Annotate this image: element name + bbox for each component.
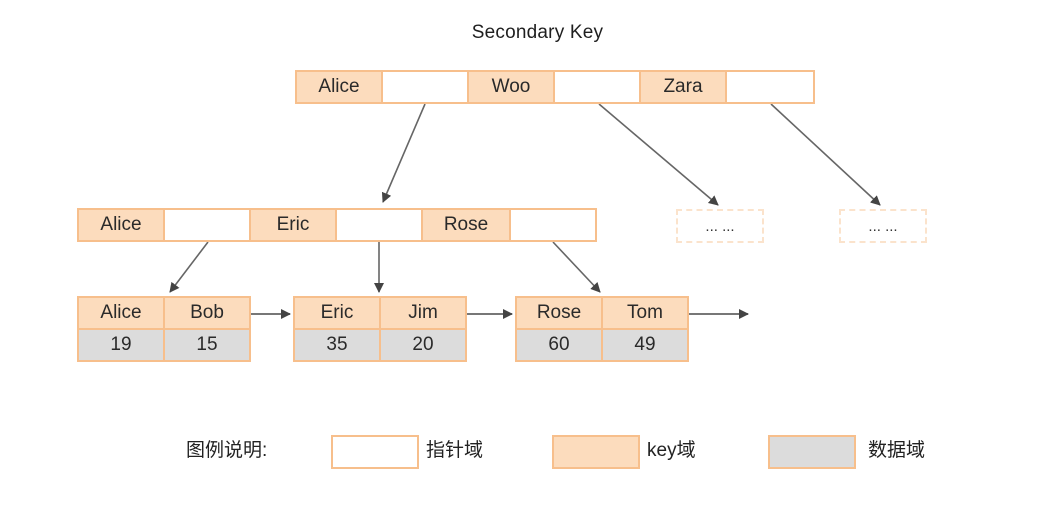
leaf-1-key-2: Bob xyxy=(163,296,251,330)
leaf-3-key-2: Tom xyxy=(601,296,689,330)
leaf-3-data-1: 60 xyxy=(515,328,603,362)
leaf-1-key-1: Alice xyxy=(77,296,165,330)
leaf-2-data-2: 20 xyxy=(379,328,467,362)
internal-pointer-2 xyxy=(335,208,423,242)
leaf-1-data-2: 15 xyxy=(163,328,251,362)
edge-internal-to-leaf-3 xyxy=(552,241,601,293)
edge-internal-to-leaf-1 xyxy=(169,241,209,293)
leaf-2-data-1: 35 xyxy=(293,328,381,362)
root-pointer-2 xyxy=(553,70,641,104)
legend-key-swatch xyxy=(552,435,640,469)
legend-heading: 图例说明: xyxy=(186,440,268,461)
root-key-2: Woo xyxy=(467,70,555,104)
leaf-3-data-2: 49 xyxy=(601,328,689,362)
internal-pointer-3 xyxy=(509,208,597,242)
internal-key-2: Eric xyxy=(249,208,337,242)
legend-pointer-label: 指针域 xyxy=(426,440,484,461)
internal-key-3: Rose xyxy=(421,208,511,242)
root-pointer-3 xyxy=(725,70,815,104)
subtree-placeholder: ... ... xyxy=(839,209,927,243)
root-key-3: Zara xyxy=(639,70,727,104)
legend-pointer-swatch xyxy=(331,435,419,469)
legend-key-label: key域 xyxy=(647,440,696,461)
legend-data-swatch xyxy=(768,435,856,469)
diagram-title: Secondary Key xyxy=(471,22,604,43)
root-pointer-1 xyxy=(381,70,469,104)
internal-pointer-1 xyxy=(163,208,251,242)
edge-root-to-internal xyxy=(381,103,426,203)
edge-root-to-stub-2 xyxy=(770,103,881,206)
legend-data-label: 数据域 xyxy=(868,440,926,461)
edge-root-to-stub-1 xyxy=(598,103,719,206)
leaf-1-data-1: 19 xyxy=(77,328,165,362)
leaf-2-key-1: Eric xyxy=(293,296,381,330)
leaf-2-key-2: Jim xyxy=(379,296,467,330)
subtree-placeholder: ... ... xyxy=(676,209,764,243)
leaf-3-key-1: Rose xyxy=(515,296,603,330)
root-key-1: Alice xyxy=(295,70,383,104)
internal-key-1: Alice xyxy=(77,208,165,242)
